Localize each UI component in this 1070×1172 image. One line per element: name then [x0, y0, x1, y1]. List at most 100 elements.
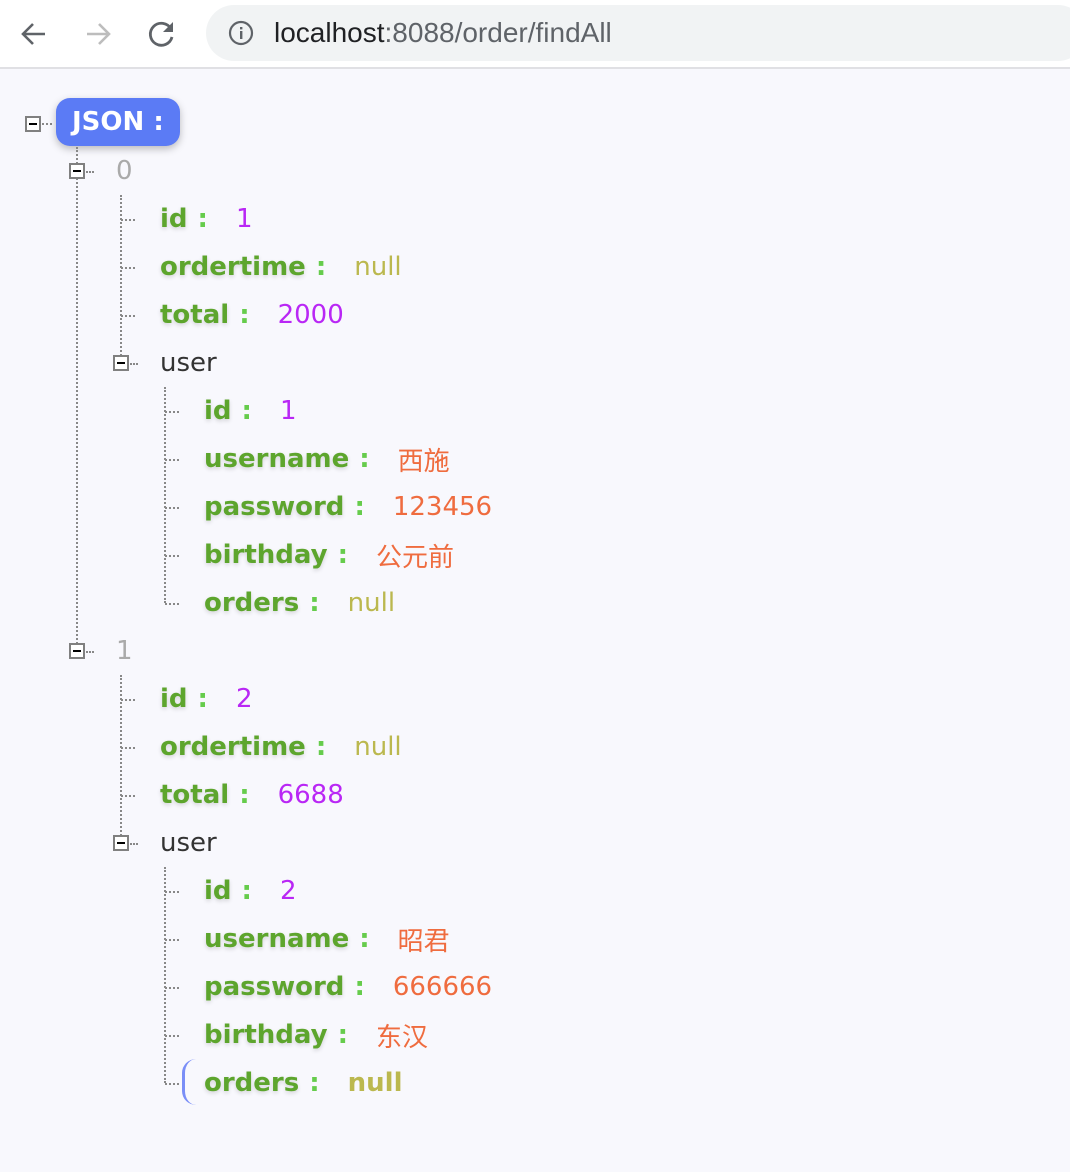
field-row[interactable]: password:666666 [204, 963, 492, 1011]
colon: : [309, 588, 320, 618]
colon: : [239, 300, 250, 330]
arrow-left-icon [21, 23, 45, 45]
field-row[interactable]: id:2 [204, 867, 296, 915]
field-row[interactable]: ordertime:null [160, 243, 402, 291]
field-value: null [354, 252, 402, 282]
field-row[interactable]: birthday: 公元前 [204, 531, 454, 579]
field-value: 666666 [392, 972, 493, 1002]
colon: : [337, 1020, 348, 1050]
field-value: 1 [235, 204, 253, 234]
field-value: 2 [279, 876, 297, 906]
colon: : [239, 780, 250, 810]
tree-connector [86, 651, 94, 653]
forward-button[interactable] [78, 14, 118, 54]
field-value: 123456 [392, 492, 493, 522]
collapse-toggle-user[interactable] [113, 355, 129, 371]
collapse-toggle-order[interactable] [69, 163, 85, 179]
colon: : [197, 204, 208, 234]
field-value: 2000 [277, 300, 344, 330]
field-value: null [354, 732, 402, 762]
tree-connector [165, 603, 179, 605]
reload-icon [148, 21, 174, 47]
colon: : [315, 732, 327, 762]
field-value: 东汉 [376, 1022, 429, 1053]
tree-connector [165, 411, 179, 413]
collapse-toggle-root[interactable] [25, 116, 41, 132]
field-key: id [204, 396, 232, 426]
field-key: password [204, 972, 345, 1002]
field-value: 6688 [277, 780, 344, 810]
field-value: 昭君 [397, 926, 450, 957]
address-bar[interactable]: localhost:8088/order/findAll [206, 5, 1070, 61]
field-key: username [204, 924, 350, 954]
field-row[interactable]: ordertime: null [160, 723, 402, 771]
colon: : [241, 876, 252, 906]
field-row[interactable]: id:1 [204, 387, 296, 435]
tree-connector [130, 363, 138, 365]
field-row[interactable]: id:2 [160, 675, 252, 723]
field-row[interactable]: total:6688 [160, 771, 344, 819]
field-key: orders [204, 588, 300, 618]
field-key: id [160, 204, 188, 234]
field-row[interactable]: username:西施 [204, 435, 450, 483]
url-path: :8088/order/findAll [384, 17, 612, 48]
colon: : [241, 396, 252, 426]
tree-connector [130, 843, 138, 845]
colon: : [337, 540, 348, 570]
tree-connector [165, 555, 179, 557]
field-key: ordertime [160, 732, 306, 762]
info-icon [228, 20, 254, 46]
collapse-toggle-order[interactable] [69, 643, 85, 659]
order-index: 0 [116, 156, 133, 186]
tree-guide [76, 147, 78, 652]
field-row[interactable]: birthday: 东汉 [204, 1011, 428, 1059]
tree-connector [165, 507, 179, 509]
order-index: 1 [116, 636, 133, 666]
colon: : [359, 924, 370, 954]
field-key: password [204, 492, 345, 522]
colon: : [359, 444, 370, 474]
tree-guide [164, 867, 166, 1083]
field-row[interactable]: id:1 [160, 195, 252, 243]
field-key: ordertime [160, 252, 306, 282]
tree-connector [165, 987, 179, 989]
user-key: user [160, 348, 217, 378]
tree-connector [86, 171, 94, 173]
field-row[interactable]: orders:null [204, 1059, 402, 1107]
field-row[interactable]: username: 昭君 [204, 915, 450, 963]
tree-connector [165, 891, 179, 893]
reload-button[interactable] [142, 14, 182, 54]
field-row[interactable]: password:123456 [204, 483, 492, 531]
collapse-toggle-user[interactable] [113, 835, 129, 851]
tree-connector [121, 219, 135, 221]
field-value: 1 [279, 396, 297, 426]
field-key: total [160, 300, 230, 330]
tree-connector [165, 1035, 179, 1037]
hover-indicator [182, 1059, 196, 1105]
tree-connector [121, 267, 135, 269]
field-value: 公元前 [376, 542, 455, 573]
field-value: 西施 [397, 446, 450, 477]
field-key: id [160, 684, 188, 714]
tree-guide [120, 195, 122, 363]
field-key: orders [204, 1068, 300, 1098]
tree-connector [42, 123, 52, 125]
colon: : [354, 972, 365, 1002]
tree-connector [121, 699, 135, 701]
field-key: total [160, 780, 230, 810]
user-key: user [160, 828, 217, 858]
field-value: null [347, 588, 396, 618]
tree-guide [120, 675, 122, 843]
arrow-right-icon [87, 23, 111, 45]
colon: : [197, 684, 208, 714]
field-key: birthday [204, 1020, 328, 1050]
field-key: birthday [204, 540, 328, 570]
colon: : [309, 1068, 320, 1098]
field-row[interactable]: total:2000 [160, 291, 344, 339]
field-key: id [204, 876, 232, 906]
tree-connector [121, 315, 135, 317]
back-button[interactable] [14, 14, 54, 54]
browser-toolbar: localhost:8088/order/findAll [0, 0, 1070, 69]
field-row[interactable]: orders: null [204, 579, 395, 627]
root-label: JSON : [56, 98, 180, 146]
